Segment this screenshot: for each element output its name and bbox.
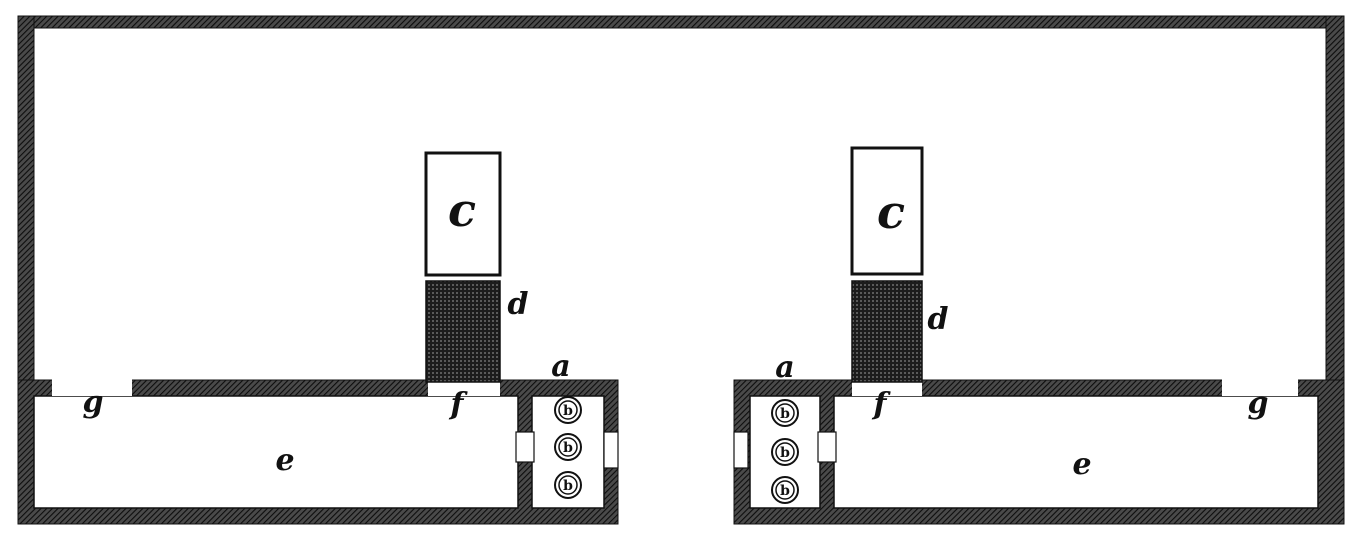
- label-e-right: e: [1072, 447, 1091, 482]
- label-e-left: e: [275, 443, 294, 478]
- label-b: b: [563, 403, 573, 419]
- label-b: b: [780, 445, 790, 461]
- label-c-left: c: [448, 183, 476, 237]
- b-circle: b: [554, 471, 582, 499]
- label-a-left: a: [551, 349, 570, 384]
- b-circle: b: [554, 396, 582, 424]
- box-c-right: [850, 146, 924, 276]
- b-circle: b: [554, 433, 582, 461]
- label-a-right: a: [775, 350, 794, 385]
- label-g-right: g: [1248, 386, 1269, 421]
- b-circle: b: [771, 399, 799, 427]
- block-d-right: [851, 280, 923, 383]
- label-b: b: [780, 483, 790, 499]
- left-b-circles: b b b: [554, 396, 582, 499]
- left-building: [17, 151, 619, 525]
- label-g-left: g: [83, 385, 104, 420]
- block-d-left: [425, 280, 501, 383]
- right-building: [733, 146, 1345, 525]
- label-b: b: [563, 478, 573, 494]
- label-c-right: c: [877, 185, 905, 239]
- outer-wall: [17, 15, 1345, 383]
- label-b: b: [780, 406, 790, 422]
- b-circle: b: [771, 476, 799, 504]
- label-d-left: d: [508, 287, 529, 322]
- b-circle: b: [771, 438, 799, 466]
- right-b-circles: b b b: [771, 399, 799, 504]
- label-d-right: d: [928, 302, 949, 337]
- label-b: b: [563, 440, 573, 456]
- box-c-left: [424, 151, 502, 277]
